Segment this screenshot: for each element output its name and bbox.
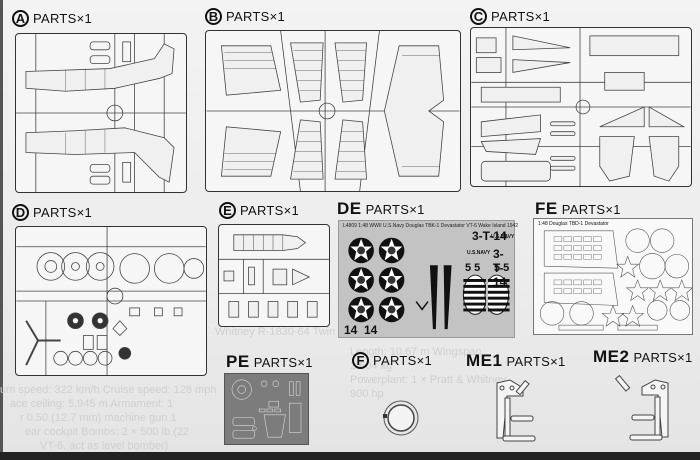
decal-artwork bbox=[348, 237, 510, 330]
sheet-letter: PE bbox=[226, 352, 250, 371]
parts-count: PARTS×1 bbox=[253, 354, 313, 370]
sheet-pe-header: PE PARTS×1 bbox=[226, 352, 313, 372]
parts-count: PARTS×1 bbox=[506, 353, 566, 369]
side-number: 5 5 bbox=[465, 262, 481, 274]
sprue-c-parts bbox=[471, 28, 691, 186]
walkway-stripes bbox=[429, 265, 452, 330]
sheet-letter: DE bbox=[337, 199, 362, 218]
national-insignia bbox=[348, 237, 405, 323]
decal-sheet-title: L4809 1:48 WWII U.S.Navy Douglas TBK-1 D… bbox=[343, 223, 519, 229]
sheet-f-header: F PARTS×1 bbox=[352, 352, 432, 369]
ghost-text: ear cockpit Bombs: 2 × 500 lb (22 bbox=[25, 426, 190, 438]
page-bottom-edge bbox=[0, 452, 700, 460]
sheet-b-header: B PARTS×1 bbox=[205, 8, 285, 25]
usnavy-marking: U.S.NAVY bbox=[467, 250, 491, 256]
sheet-letter: B bbox=[205, 8, 222, 25]
striped-rudder bbox=[462, 272, 510, 318]
parts-count: PARTS×1 bbox=[561, 201, 621, 217]
sheet-fe-header: FE PARTS×1 bbox=[535, 199, 621, 219]
tail-number: 14 bbox=[364, 323, 378, 337]
parts-count: PARTS×1 bbox=[226, 9, 286, 24]
decal-sheet: L4809 1:48 WWII U.S.Navy Douglas TBK-1 D… bbox=[338, 220, 519, 338]
sheet-me1-header: ME1 PARTS×1 bbox=[466, 351, 566, 371]
page-edge bbox=[0, 0, 3, 460]
parts-count: PARTS×1 bbox=[365, 201, 425, 217]
metal-landing-gear-right bbox=[615, 375, 669, 441]
sheet-d-header: D PARTS×1 bbox=[12, 204, 92, 221]
parts-count: PARTS×1 bbox=[373, 353, 433, 368]
sprue-e-parts bbox=[219, 234, 329, 318]
sprue-c bbox=[470, 27, 692, 187]
sheet-a-header: A PARTS×1 bbox=[12, 10, 92, 27]
tail-number: 14 bbox=[344, 323, 358, 337]
ghost-text: 900 hp bbox=[350, 388, 384, 400]
clear-ring-part bbox=[383, 400, 419, 436]
sheet-letter: E bbox=[219, 202, 236, 219]
ghost-text: VT-6, act as level bomber) bbox=[40, 440, 169, 452]
ghost-text: r 0.50 (12.7 mm) machine gun 1 bbox=[20, 412, 177, 424]
side-number: 5 5 bbox=[494, 262, 510, 274]
sprue-b-parts bbox=[206, 31, 460, 191]
sheet-letter: D bbox=[12, 204, 29, 221]
sheet-letter: FE bbox=[535, 199, 558, 218]
mask-sheet-title: 1:48 Douglas TBD-1 Devastator bbox=[538, 221, 609, 227]
sheet-letter: ME1 bbox=[466, 351, 503, 370]
parts-count: PARTS×1 bbox=[491, 9, 551, 24]
sprue-e bbox=[218, 224, 330, 327]
parts-count: PARTS×1 bbox=[33, 11, 93, 26]
sheet-me2-header: ME2 PARTS×1 bbox=[593, 347, 693, 367]
ghost-text: Powerplant: 1 × Pratt & Whitney bbox=[350, 374, 507, 386]
sheet-c-header: C PARTS×1 bbox=[470, 8, 550, 25]
sheet-letter: ME2 bbox=[593, 347, 630, 366]
aircraft-code: 3-T-14 bbox=[493, 247, 507, 289]
photo-etch-sheet bbox=[224, 373, 309, 445]
usnavy-marking: U.S.NAVY bbox=[491, 234, 515, 240]
sheet-letter: F bbox=[352, 352, 369, 369]
ghost-text: ace ceiling: 5,945 m Armament: 1 bbox=[10, 398, 174, 410]
sheet-letter: C bbox=[470, 8, 487, 25]
sprue-d-parts bbox=[16, 227, 206, 375]
aircraft-code: 3-T-14 bbox=[472, 229, 507, 243]
sheet-letter: A bbox=[12, 10, 29, 27]
sheet-de-header: DE PARTS×1 bbox=[337, 199, 425, 219]
sprue-d bbox=[15, 226, 207, 376]
photo-etch-parts bbox=[231, 379, 302, 439]
sprue-b bbox=[205, 30, 461, 192]
parts-count: PARTS×1 bbox=[33, 205, 93, 220]
sprue-a-parts bbox=[16, 34, 186, 192]
sheet-e-header: E PARTS×1 bbox=[219, 202, 299, 219]
parts-count: PARTS×1 bbox=[633, 349, 693, 365]
mask-sheet: 1:48 Douglas TBD-1 Devastator bbox=[533, 218, 693, 335]
metal-landing-gear-left bbox=[496, 379, 536, 442]
ghost-text: um speed: 322 km/h Cruise speed: 128 mph bbox=[0, 384, 217, 396]
parts-count: PARTS×1 bbox=[240, 203, 300, 218]
ghost-text: Length: 10.67 m Wingspan bbox=[350, 346, 482, 358]
mask-artwork bbox=[539, 228, 692, 331]
sprue-a bbox=[15, 33, 187, 193]
